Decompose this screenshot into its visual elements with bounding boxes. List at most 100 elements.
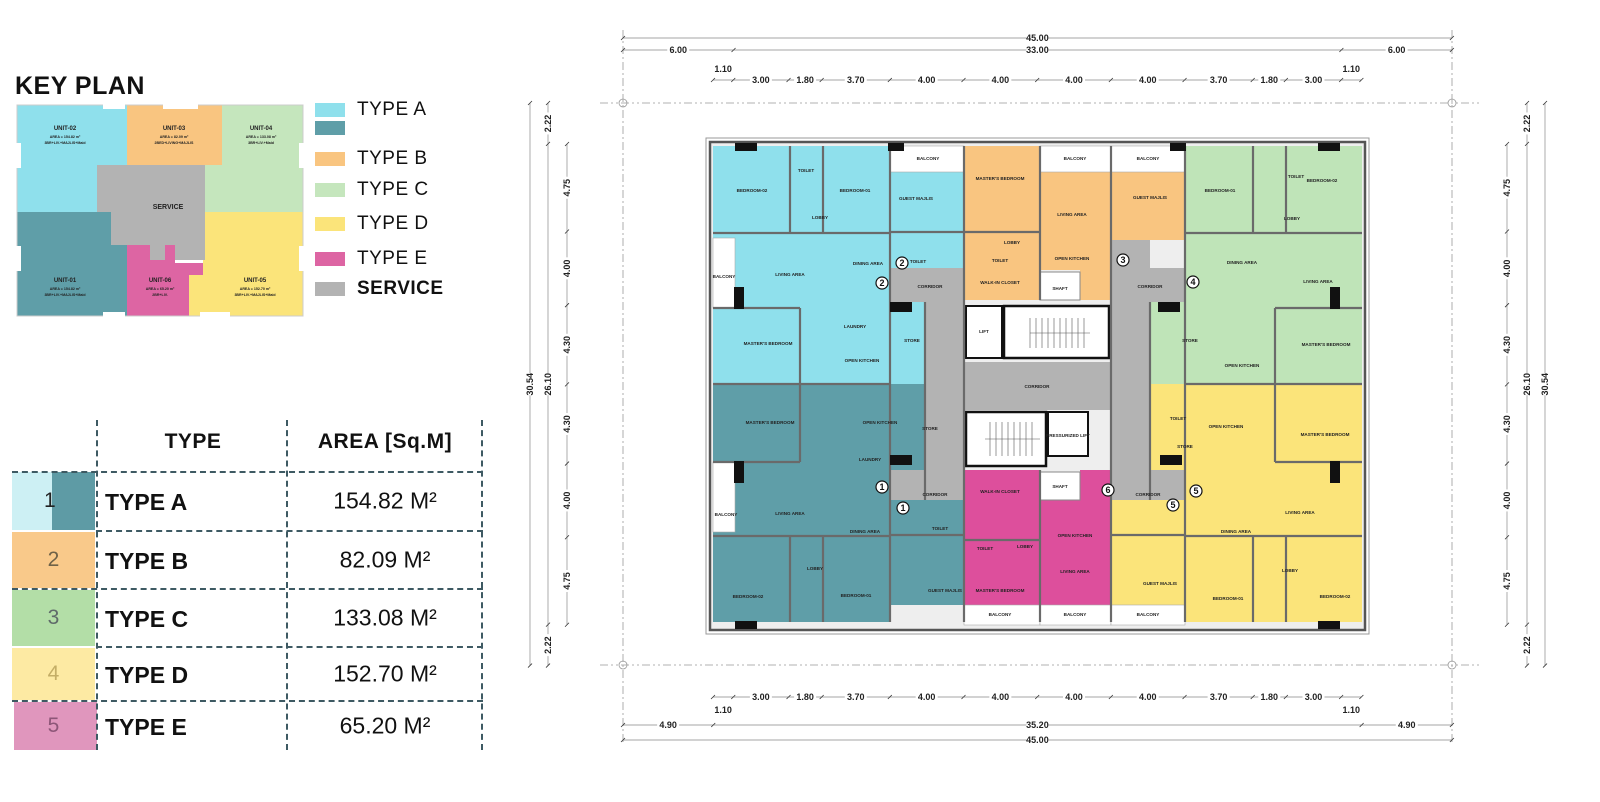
svg-text:AREA = 154.82 m²: AREA = 154.82 m² <box>50 287 81 291</box>
dimension-label: 4.00 <box>1502 492 1512 510</box>
dimension-tick <box>1338 694 1344 700</box>
partition-walls <box>713 146 1362 622</box>
dimension-label-bg <box>1302 75 1325 85</box>
dimension-label: 26.10 <box>543 373 553 396</box>
dimension-tick <box>887 77 893 83</box>
dimension-label: 4.30 <box>562 336 572 354</box>
dimension-tick <box>620 722 626 728</box>
legend-swatch-type-a <box>315 103 345 135</box>
room-label: OPEN KITCHEN <box>1209 424 1244 429</box>
dimension-tick <box>1108 77 1114 83</box>
svg-text:2BR+LIV.: 2BR+LIV. <box>152 293 168 297</box>
table-divider <box>12 588 483 590</box>
svg-text:AREA = 154.82 m²: AREA = 154.82 m² <box>50 135 81 139</box>
grid-bubble <box>1447 660 1457 670</box>
dimension-tick <box>1182 77 1187 83</box>
type-e-swatch <box>14 702 97 750</box>
legend-item-type-b: TYPE B <box>315 148 428 170</box>
row-area: 82.09 M² <box>339 546 431 573</box>
key-unit-01-shape <box>17 212 127 316</box>
room-label: TOILET <box>1288 174 1304 179</box>
dimension-label-bg <box>1502 412 1512 435</box>
room-label: BALCONY <box>1137 612 1160 617</box>
row-type: TYPE C <box>105 605 189 632</box>
room-label: LOBBY <box>1282 568 1298 573</box>
row-number: 3 <box>47 606 60 629</box>
dimension-label-bg <box>1026 45 1049 55</box>
room-label: LIVING AREA <box>1303 279 1333 284</box>
dimension-tick <box>564 461 570 466</box>
dimension-label: 3.70 <box>1210 75 1228 85</box>
unit-entry-marker: 4 <box>1186 275 1200 289</box>
dimension-label: 4.00 <box>562 492 572 510</box>
dimension-tick <box>564 141 570 147</box>
room-label: MASTER'S BEDROOM <box>744 341 793 346</box>
dimension-tick <box>1283 694 1289 700</box>
dimension-label-bg <box>1026 720 1049 730</box>
dimension-label: 4.30 <box>1502 336 1512 354</box>
dimension-label-bg <box>1207 75 1230 85</box>
dimension-label: 1.10 <box>1342 705 1360 715</box>
dimension-tick <box>710 722 716 728</box>
type-b-swatch <box>12 532 95 588</box>
dimension-label-bg <box>844 692 867 702</box>
dimension-label-bg <box>794 692 817 702</box>
dimension-tick <box>564 229 570 234</box>
dimension-tick <box>1542 100 1548 106</box>
dimension-label-bg <box>1395 720 1418 730</box>
room-label: BEDROOM-02 <box>737 188 768 193</box>
dimension-tick <box>1504 382 1510 387</box>
grid-bubble <box>618 98 628 108</box>
unit-entry-marker: 1 <box>896 501 910 515</box>
dimension-label-bg <box>1063 75 1086 85</box>
room-label: LIVING AREA <box>775 511 805 516</box>
table-row: 3 TYPE C 133.08 M² <box>10 590 485 646</box>
room-label: LIVING AREA <box>1285 510 1315 515</box>
room-label: TOILET <box>977 546 993 551</box>
unit-entry-marker: 3 <box>1116 253 1130 267</box>
room-label: WALK-IN CLOSET <box>980 489 1020 494</box>
legend-label: SERVICE <box>357 278 444 299</box>
dimension-label: 30.54 <box>1540 373 1550 396</box>
room-label: STORE <box>922 426 938 431</box>
dimension-label-bg <box>1258 692 1281 702</box>
dimension-label-bg <box>749 75 772 85</box>
dimension-label: 4.00 <box>918 75 936 85</box>
dimension-label-bg <box>1136 692 1159 702</box>
dimension-label-bg <box>543 112 553 135</box>
room-label: OPEN KITCHEN <box>1055 256 1090 261</box>
dimension-label-bg <box>1136 75 1159 85</box>
table-divider <box>12 700 483 702</box>
room-label: LIVING AREA <box>1060 569 1090 574</box>
grid-lines <box>600 30 1480 745</box>
dimension-tick <box>819 694 824 700</box>
dimension-label: 4.75 <box>1502 179 1512 197</box>
dimension-label: 35.20 <box>1026 720 1049 730</box>
unit-entry-marker: 2 <box>895 256 909 270</box>
unit-entry-marker: 5 <box>1166 498 1180 512</box>
room-label: WALK-IN CLOSET <box>980 280 1020 285</box>
dimension-label: 3.70 <box>847 75 865 85</box>
dimension-tick <box>1542 663 1548 668</box>
svg-text:UNIT-04: UNIT-04 <box>250 126 273 132</box>
room-label: MASTER'S BEDROOM <box>1301 432 1350 437</box>
dimension-label-bg <box>1063 692 1086 702</box>
dimension-label: 4.00 <box>918 692 936 702</box>
dimension-tick <box>1338 77 1344 83</box>
dimension-label-bg <box>844 75 867 85</box>
dimension-label-bg <box>562 570 572 593</box>
room-label: LIFT <box>979 329 989 334</box>
unit-entry-marker: 1 <box>875 480 889 494</box>
grid-bubble <box>618 660 628 670</box>
legend-label: TYPE E <box>357 248 428 269</box>
table-row: 4 TYPE D 152.70 M² <box>10 648 485 700</box>
row-number: 2 <box>47 548 60 571</box>
dimension-tick <box>710 694 716 700</box>
room-label: BEDROOM-01 <box>1205 188 1236 193</box>
table-header-type: TYPE <box>164 430 222 453</box>
unit-entry-marker: 2 <box>875 276 889 290</box>
dimension-tick <box>1449 47 1455 53</box>
legend-item-type-d: TYPE D <box>315 213 429 235</box>
key-service-block <box>111 165 205 260</box>
room-label: BEDROOM-02 <box>1307 178 1338 183</box>
